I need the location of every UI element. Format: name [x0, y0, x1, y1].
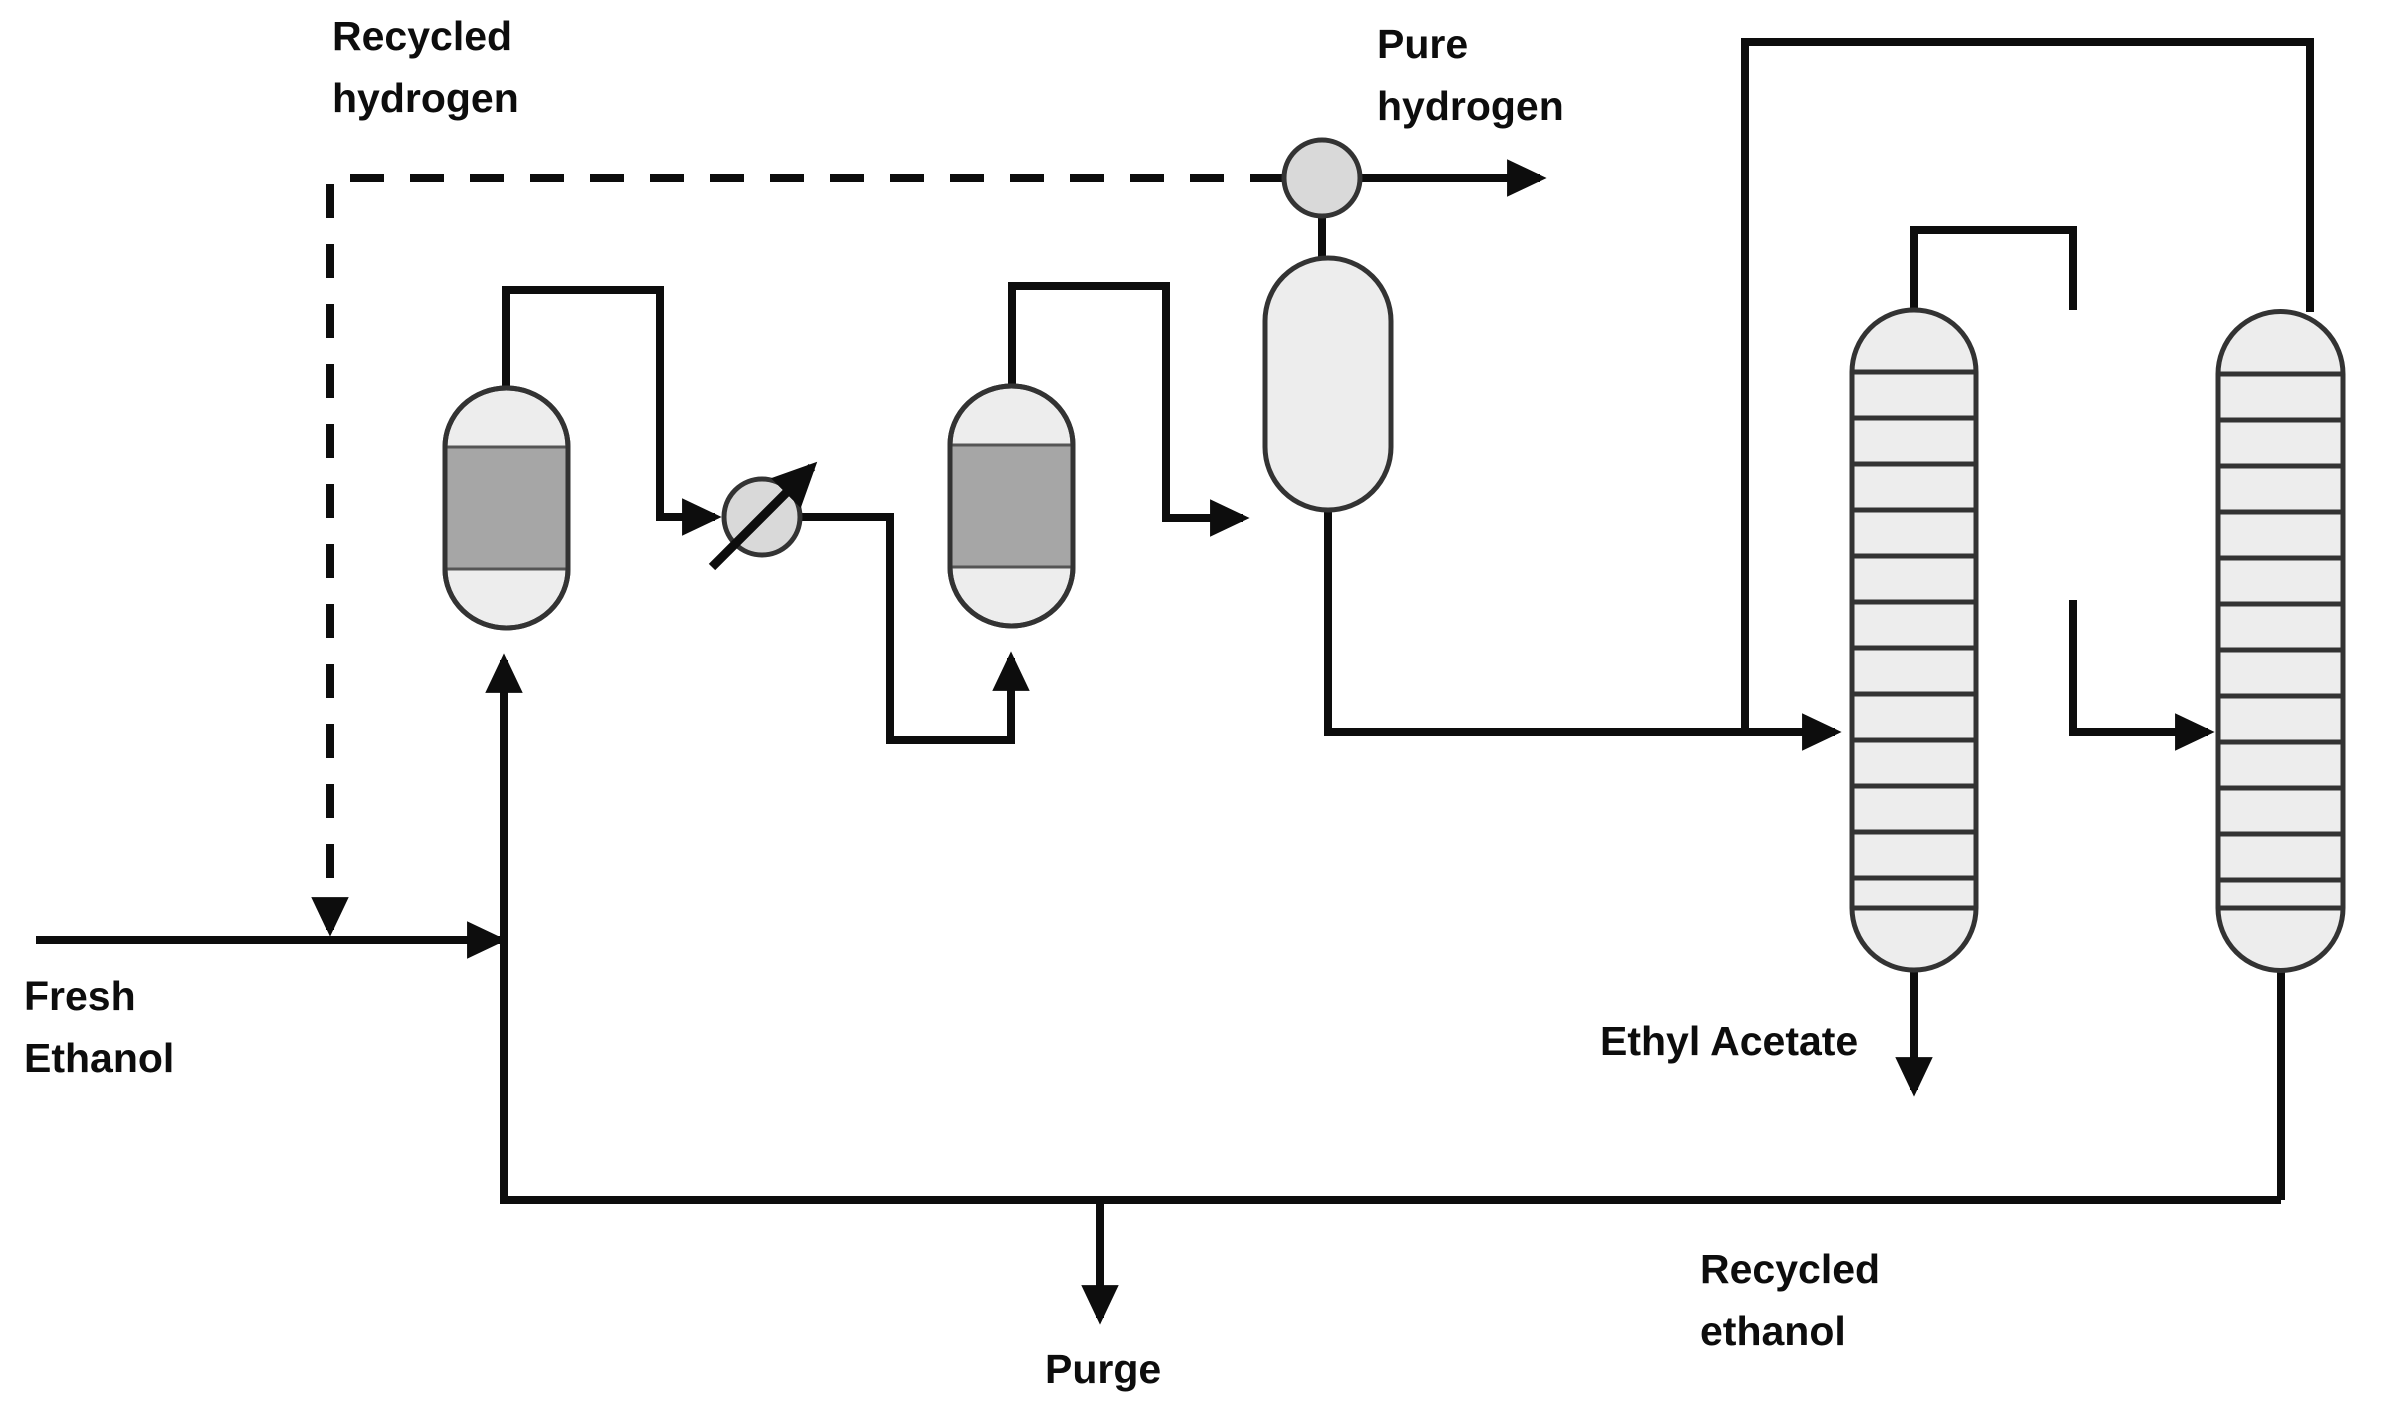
reactor-1-outlet-to-heater [502, 286, 722, 536]
recycled-hydrogen-stream [311, 174, 1284, 937]
reactor-2[interactable] [950, 386, 1073, 626]
label-fresh-ethanol-line2: Ethanol [24, 1035, 174, 1081]
reactor-1[interactable] [445, 388, 568, 628]
heater-arrow-icon [708, 461, 818, 571]
label-recycled-ethanol-line2: ethanol [1700, 1308, 1846, 1354]
label-pure-hydrogen-line1: Pure [1377, 21, 1468, 67]
heater-outlet-to-reactor-2 [802, 513, 1030, 744]
label-pure-hydrogen-line2: hydrogen [1377, 83, 1564, 129]
hydrogen-splitter[interactable] [1281, 137, 1363, 219]
label-recycled-hydrogen-line1: Recycled [332, 13, 512, 59]
label-purge: Purge [1045, 1346, 1161, 1392]
interstage-heater[interactable] [708, 461, 818, 571]
label-recycled-hydrogen-line2: hydrogen [332, 75, 519, 121]
reactor-2-outlet-to-flash [1008, 282, 1250, 537]
label-ethyl-acetate: Ethyl Acetate [1600, 1018, 1858, 1064]
top-recycle-loop [1741, 38, 2314, 732]
flash-separator-drum[interactable] [1262, 255, 1394, 513]
label-fresh-ethanol-line1: Fresh [24, 973, 136, 1019]
column-1-overhead-recycle-loop [1910, 226, 2077, 310]
flash-liquid-to-column-1 [1324, 510, 1842, 751]
label-recycled-ethanol-line1: Recycled [1700, 1246, 1880, 1292]
column-1-trays [1852, 369, 1976, 911]
column-1-overhead-to-column-2 [2069, 600, 2215, 751]
column-2-trays [2218, 371, 2343, 911]
distillation-column-1[interactable] [1849, 307, 1979, 973]
distillation-column-2[interactable] [2215, 309, 2346, 973]
